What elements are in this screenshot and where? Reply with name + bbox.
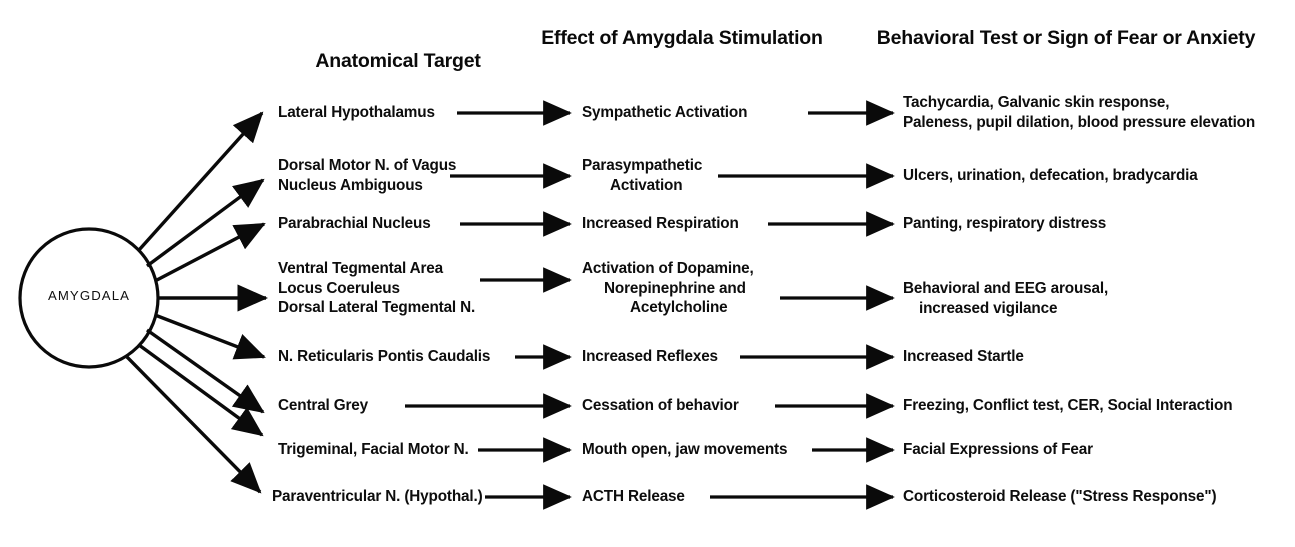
behavior-row-1: Tachycardia, Galvanic skin response, Pal… xyxy=(903,93,1255,132)
target-text: Dorsal Lateral Tegmental N. xyxy=(278,299,476,316)
column-header-effect-of-amygdala-stimulation: Effect of Amygdala Stimulation xyxy=(540,27,824,49)
target-text: Paraventricular N. (Hypothal.) xyxy=(272,488,483,505)
behavior-row-8: Corticosteroid Release ("Stress Response… xyxy=(903,487,1217,507)
behavior-row-5: Increased Startle xyxy=(903,347,1024,367)
arrow-amygdala-to-row-2 xyxy=(145,178,265,268)
behavior-row-2: Ulcers, urination, defecation, bradycard… xyxy=(903,166,1198,186)
behavior-text: Ulcers, urination, defecation, bradycard… xyxy=(903,167,1198,184)
target-text: N. Reticularis Pontis Caudalis xyxy=(278,348,491,365)
behavior-text: Corticosteroid Release ("Stress Response… xyxy=(903,488,1217,505)
target-text: Trigeminal, Facial Motor N. xyxy=(278,441,469,458)
target-text: Ventral Tegmental Area xyxy=(278,260,444,277)
behavior-text: Facial Expressions of Fear xyxy=(903,441,1093,458)
behavior-row-6: Freezing, Conflict test, CER, Social Int… xyxy=(903,396,1233,416)
column-header-behavioral-test: Behavioral Test or Sign of Fear or Anxie… xyxy=(856,27,1276,49)
effect-row-4: Activation of Dopamine, Norepinephrine a… xyxy=(582,259,782,318)
arrow-amygdala-to-row-3 xyxy=(154,222,266,283)
target-text: Lateral Hypothalamus xyxy=(278,104,435,121)
anatomical-target-row-7: Trigeminal, Facial Motor N. xyxy=(278,440,469,460)
behavior-text: Behavioral and EEG arousal, xyxy=(903,280,1109,297)
effect-text: Acetylcholine xyxy=(630,299,728,316)
effect-row-1: Sympathetic Activation xyxy=(582,103,747,123)
anatomical-target-row-4: Ventral Tegmental Area Locus Coeruleus D… xyxy=(278,259,475,318)
effect-text: Activation xyxy=(610,176,683,194)
behavior-text: Freezing, Conflict test, CER, Social Int… xyxy=(903,397,1233,414)
anatomical-target-row-8: Paraventricular N. (Hypothal.) xyxy=(272,487,483,507)
target-text: Dorsal Motor N. of Vagus xyxy=(278,157,457,174)
effect-text: Norepinephrine and xyxy=(604,279,746,297)
behavior-row-7: Facial Expressions of Fear xyxy=(903,440,1093,460)
behavior-row-3: Panting, respiratory distress xyxy=(903,214,1106,234)
effect-text: Increased Reflexes xyxy=(582,348,718,365)
anatomical-target-row-1: Lateral Hypothalamus xyxy=(278,103,435,123)
column-header-behavioral-line-2: Fear or Anxiety xyxy=(1116,27,1256,49)
effect-row-5: Increased Reflexes xyxy=(582,347,718,367)
effect-row-2: Parasympathetic Activation xyxy=(582,156,752,195)
effect-text: Cessation of behavior xyxy=(582,397,739,414)
target-text: Parabrachial Nucleus xyxy=(278,215,431,232)
effect-text: Increased Respiration xyxy=(582,215,739,232)
target-text: Locus Coeruleus xyxy=(278,279,400,297)
anatomical-target-row-6: Central Grey xyxy=(278,396,368,416)
effect-text: Mouth open, jaw movements xyxy=(582,441,788,458)
column-header-effect-line-2: Stimulation xyxy=(718,27,823,49)
effect-text: Parasympathetic xyxy=(582,157,703,174)
arrow-amygdala-to-row-8 xyxy=(125,355,262,494)
column-header-behavioral-line-1: Behavioral Test or Sign of xyxy=(876,27,1112,49)
column-header-anatomical-target: Anatomical Target xyxy=(315,50,481,72)
amygdala-node-label: AMYGDALA xyxy=(47,288,131,303)
target-text: Nucleus Ambiguous xyxy=(278,176,423,194)
effect-row-8: ACTH Release xyxy=(582,487,685,507)
arrow-amygdala-to-row-5 xyxy=(154,313,266,360)
arrow-amygdala-to-row-6 xyxy=(146,328,265,414)
effect-text: Activation of Dopamine, xyxy=(582,260,754,277)
effect-text: ACTH Release xyxy=(582,488,685,505)
target-text: Central Grey xyxy=(278,397,369,414)
behavior-row-4: Behavioral and EEG arousal, increased vi… xyxy=(903,279,1108,318)
effect-text: Sympathetic Activation xyxy=(582,104,748,121)
arrow-amygdala-to-row-1 xyxy=(137,111,264,252)
arrow-amygdala-to-row-7 xyxy=(137,343,264,437)
anatomical-target-row-2: Dorsal Motor N. of Vagus Nucleus Ambiguo… xyxy=(278,156,456,195)
behavior-text: Increased Startle xyxy=(903,348,1024,365)
anatomical-target-row-5: N. Reticularis Pontis Caudalis xyxy=(278,347,490,367)
effect-row-7: Mouth open, jaw movements xyxy=(582,440,787,460)
effect-row-3: Increased Respiration xyxy=(582,214,739,234)
column-header-effect-line-1: Effect of Amygdala xyxy=(541,27,714,49)
behavior-text: Tachycardia, Galvanic skin response, xyxy=(903,94,1170,111)
behavior-text: Panting, respiratory distress xyxy=(903,215,1107,232)
behavior-text: Paleness, pupil dilation, blood pressure… xyxy=(903,113,1256,131)
behavior-text: increased vigilance xyxy=(919,299,1058,317)
effect-row-6: Cessation of behavior xyxy=(582,396,739,416)
anatomical-target-row-3: Parabrachial Nucleus xyxy=(278,214,431,234)
